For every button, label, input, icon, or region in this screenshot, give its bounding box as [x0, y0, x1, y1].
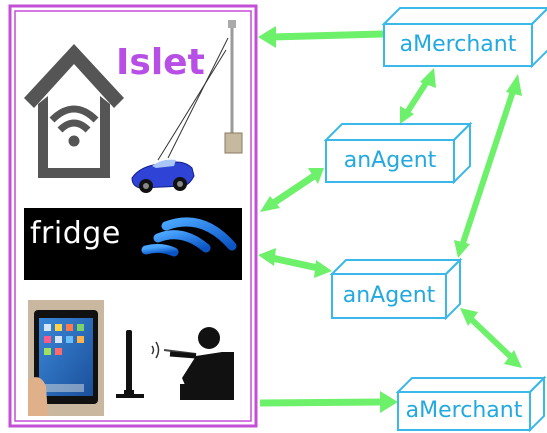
agent-bottom-box	[329, 257, 463, 321]
smart-home-icon	[24, 44, 124, 178]
agent-top-label: anAgent	[343, 148, 437, 173]
agent-top-box	[323, 121, 473, 185]
islet-inner-border	[14, 10, 252, 422]
tablet-icon	[28, 300, 104, 416]
speaker-icon	[116, 330, 144, 398]
islet-title: Islet	[116, 42, 205, 83]
merchant-top-box	[381, 7, 547, 69]
merchant-bottom-box	[395, 375, 547, 433]
wifi-waves-icon	[141, 217, 237, 257]
agent-bottom-label: anAgent	[342, 283, 436, 308]
person-with-remote-icon	[151, 327, 234, 400]
connection-arrows	[258, 26, 522, 413]
fridge-label: fridge	[30, 216, 121, 251]
merchant-top-label: aMerchant	[399, 32, 517, 57]
remote-car-icon	[131, 20, 243, 193]
merchant-bottom-label: aMerchant	[405, 398, 523, 423]
